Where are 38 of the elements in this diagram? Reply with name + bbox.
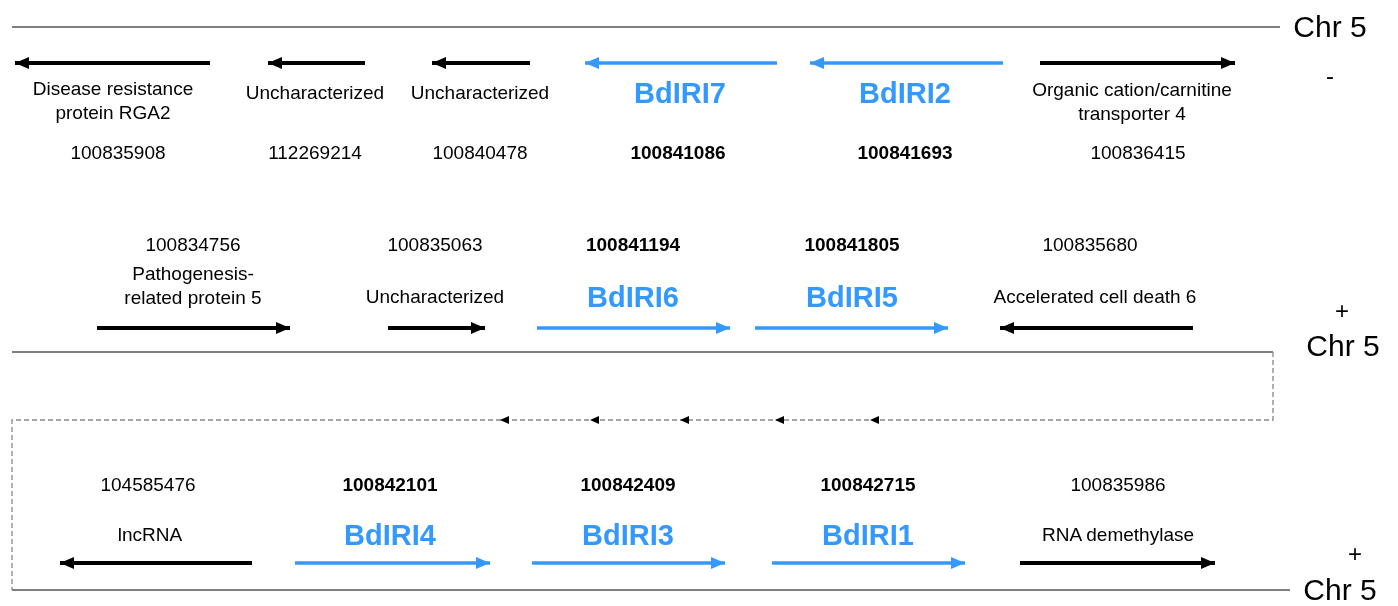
gene-name: BdIRI4 bbox=[344, 517, 436, 553]
gene-name: BdIRI6 bbox=[587, 279, 679, 315]
strand-sign: + bbox=[1348, 539, 1362, 569]
gene-id: 100840478 bbox=[432, 141, 528, 165]
gene-id: 100835680 bbox=[1042, 233, 1138, 257]
gene-name: Pathogenesis-related protein 5 bbox=[123, 262, 263, 310]
gene-id: 100842101 bbox=[342, 473, 438, 497]
chromosome-label: Chr 5 bbox=[1306, 328, 1380, 365]
gene-name: BdIRI7 bbox=[634, 75, 726, 111]
gene-id: 100835063 bbox=[387, 233, 483, 257]
strand-sign: - bbox=[1326, 61, 1334, 91]
gene-id: 100841194 bbox=[585, 233, 681, 257]
gene-name: lncRNA bbox=[117, 523, 183, 547]
gene-id: 100835908 bbox=[70, 141, 166, 165]
gene-name: Organic cation/carnitine transporter 4 bbox=[1031, 78, 1233, 126]
chromosome-label: Chr 5 bbox=[1303, 572, 1377, 606]
gene-id: 100841805 bbox=[804, 233, 900, 257]
gene-id: 100834756 bbox=[145, 233, 241, 257]
gene-name: Uncharacterized bbox=[245, 81, 385, 105]
gene-name: RNA demethylase bbox=[1041, 523, 1195, 547]
gene-name: Uncharacterized bbox=[410, 81, 550, 105]
gene-name: BdIRI2 bbox=[859, 75, 951, 111]
gene-name: BdIRI5 bbox=[806, 279, 898, 315]
gene-id: 104585476 bbox=[100, 473, 196, 497]
gene-id: 100836415 bbox=[1090, 141, 1186, 165]
gene-name: Disease resistance protein RGA2 bbox=[31, 77, 195, 125]
gene-id: 100841693 bbox=[857, 141, 953, 165]
gene-name: Accelerated cell death 6 bbox=[993, 285, 1197, 309]
gene-name: BdIRI3 bbox=[582, 517, 674, 553]
strand-sign: + bbox=[1335, 296, 1349, 326]
gene-id: 100842409 bbox=[580, 473, 676, 497]
gene-name: BdIRI1 bbox=[822, 517, 914, 553]
chromosome-label: Chr 5 bbox=[1293, 9, 1367, 46]
gene-id: 100841086 bbox=[630, 141, 726, 165]
gene-id: 100842715 bbox=[820, 473, 916, 497]
gene-name: Uncharacterized bbox=[365, 285, 505, 309]
gene-id: 100835986 bbox=[1070, 473, 1166, 497]
gene-id: 112269214 bbox=[268, 141, 362, 165]
